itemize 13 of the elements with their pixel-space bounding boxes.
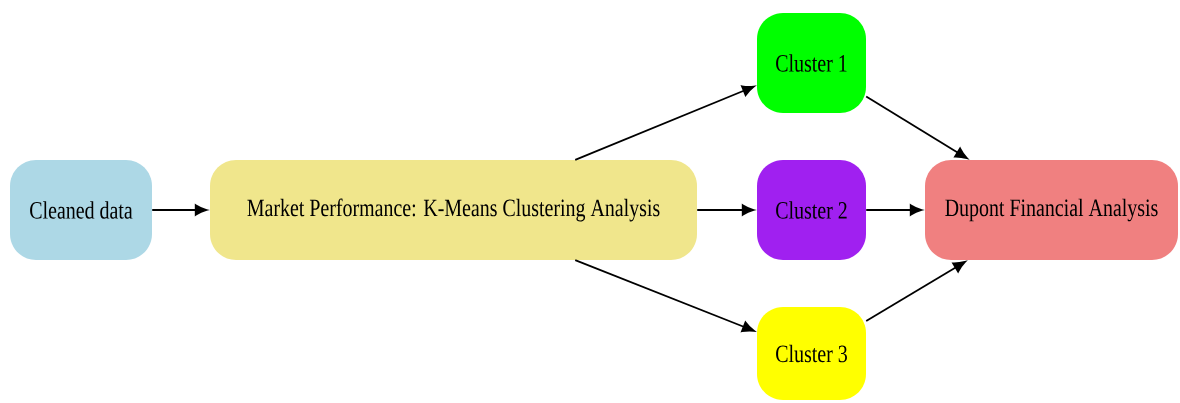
arrow <box>574 85 755 161</box>
arrow <box>696 204 755 216</box>
arrow <box>151 204 208 216</box>
arrow <box>865 204 923 216</box>
process-box: Dupont Financial Analysis <box>925 160 1178 260</box>
arrow <box>865 95 968 159</box>
process-box: Cluster 2 <box>757 160 866 260</box>
arrow <box>574 259 755 333</box>
process-box: Cluster 3 <box>757 307 866 400</box>
process-box: Cluster 1 <box>757 13 866 113</box>
process-box: Cleaned data <box>10 160 152 260</box>
process-box: Market Performance: K-Means Clustering Analysis <box>210 160 697 260</box>
arrow <box>865 260 966 322</box>
